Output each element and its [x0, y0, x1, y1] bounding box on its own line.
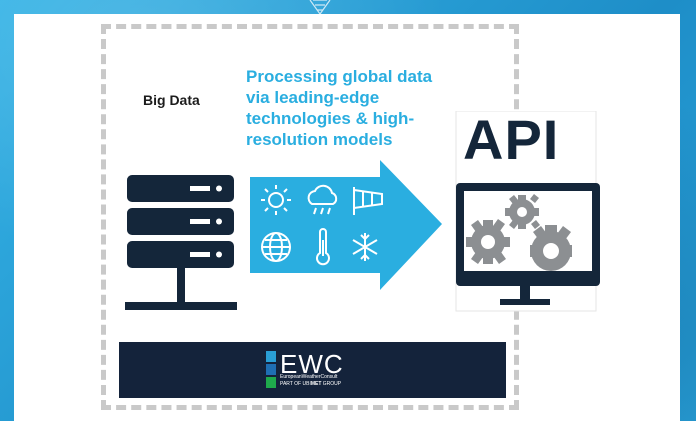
monitor-icon: [455, 111, 600, 312]
snowflake-icon: [352, 233, 378, 261]
headline-line: resolution models: [246, 130, 393, 149]
server-icon: [125, 175, 237, 310]
processing-headline: Processing global data via leading-edge …: [246, 66, 476, 150]
logo-subtitle: EuropeanWeatherConsult: [280, 374, 338, 380]
gear-icon: [530, 225, 572, 271]
headline-line: Processing global data: [246, 67, 433, 86]
gear-icon: [466, 219, 510, 264]
processing-arrow: [250, 160, 442, 290]
rain-cloud-icon: [307, 184, 338, 215]
tower-graphic: [309, 0, 331, 14]
api-label: API: [463, 108, 560, 171]
sun-icon: [261, 185, 291, 215]
headline-line: via leading-edge: [246, 88, 380, 107]
globe-icon: [261, 232, 291, 262]
thermometer-icon: [316, 228, 330, 266]
logo-tagline: PART OF UBIMET GROUP: [280, 381, 342, 387]
headline-line: technologies & high-: [246, 109, 415, 128]
footer-banner: EWC EuropeanWeatherConsult PART OF UBIME…: [119, 342, 506, 398]
logo-bars: [266, 351, 276, 389]
big-data-label: Big Data: [143, 92, 200, 108]
logo-wordmark: EWC: [280, 349, 344, 379]
gear-icon: [505, 194, 540, 229]
windsock-icon: [353, 187, 383, 215]
